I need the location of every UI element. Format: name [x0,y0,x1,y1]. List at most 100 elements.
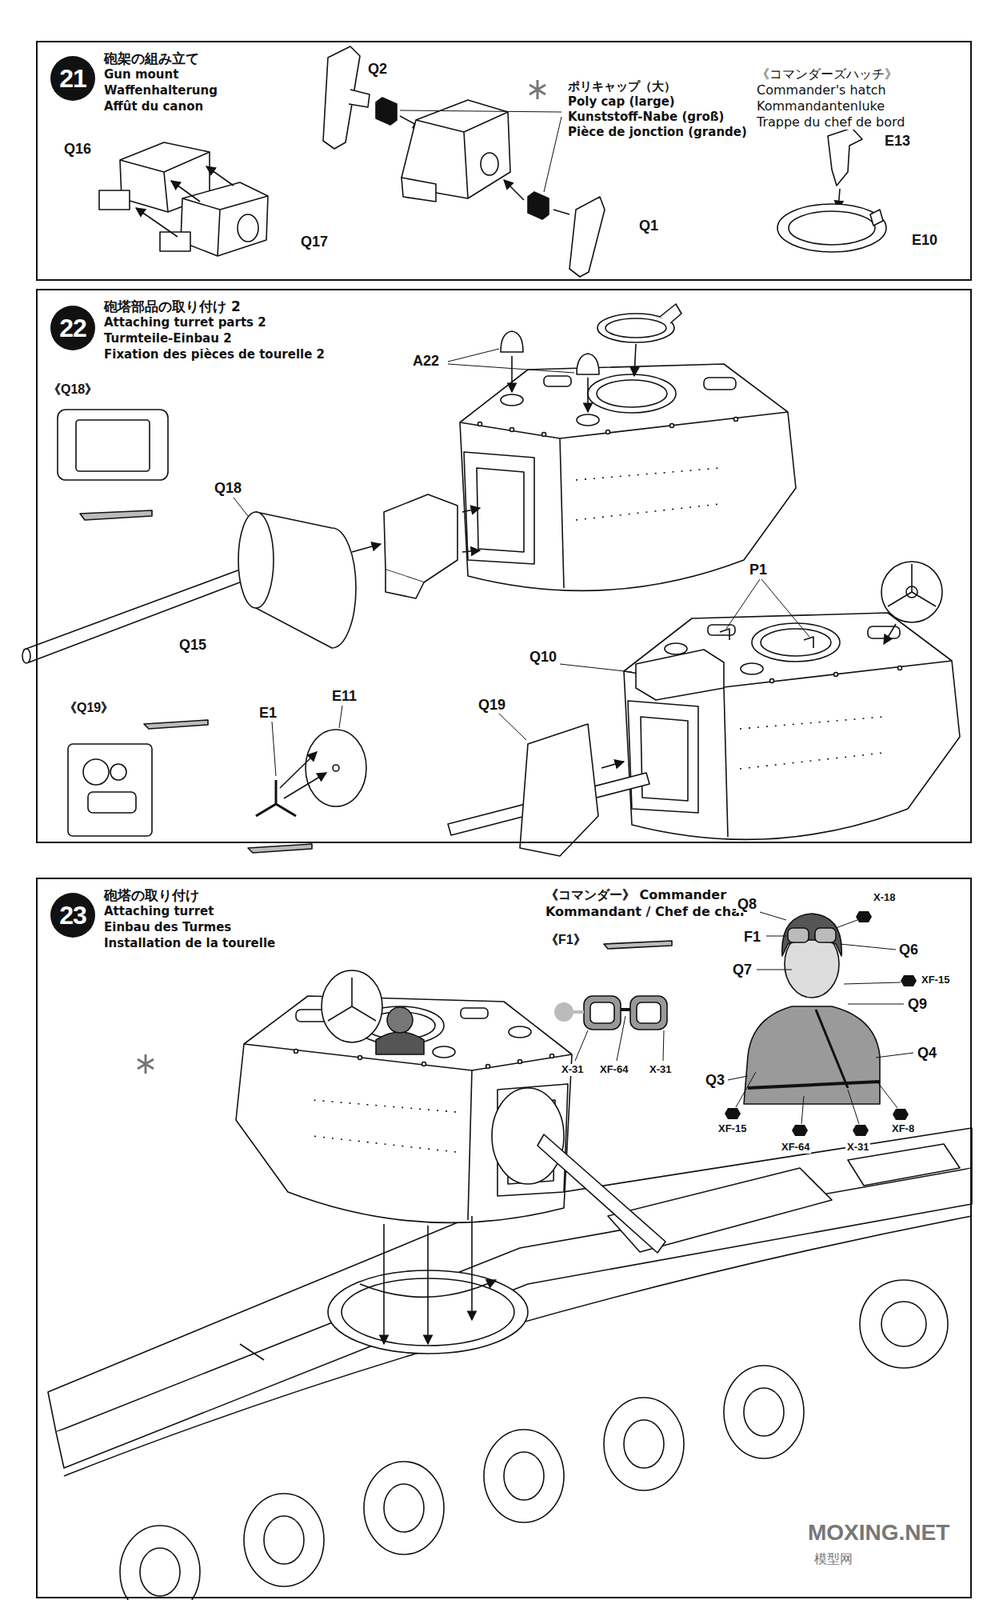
gun-mount-parts [135,207,178,237]
turret-parts [459,363,796,591]
turret-assembly [491,1087,564,1184]
commander-figure [815,927,836,943]
step-title-block: 砲塔部品の取り付け 2Attaching turret parts 2Turmt… [103,298,325,363]
turret-parts [385,569,424,599]
commander-figure [852,1124,869,1136]
commander-figure [620,1007,631,1011]
step-number: 22 [50,305,96,351]
part-label: Q16 [62,140,93,158]
gun-mount-parts [553,209,570,215]
commander-figure [590,1002,615,1023]
turret-parts [22,648,31,664]
road-wheels [119,1279,948,1600]
paint-code: X-18 [871,891,897,904]
paint-code: XF-8 [890,1122,916,1135]
sub-heading: Kommandantenluke [755,99,887,114]
turret-parts [83,759,109,785]
part-label: E11 [330,687,359,705]
commander-figure [892,1108,909,1120]
turret-parts [383,494,458,583]
commander-figure [787,927,809,943]
gun-mount-parts [237,214,259,242]
turret-parts [255,779,296,816]
step-title: Attaching turret [103,903,276,920]
gun-mount-parts [529,79,546,100]
step-title: Fixation des pièces de tourelle 2 [103,346,325,363]
commander-hatch-parts [777,203,887,252]
commander-figure [630,995,668,1030]
commander-figure [855,911,872,923]
turret-parts [79,510,152,520]
turret-parts [23,569,244,663]
turret-parts [601,761,624,768]
part-label: A22 [411,352,441,370]
sub-heading: Trappe du chef de bord [755,115,907,130]
gun-mount-parts [171,180,200,202]
turret-parts [726,579,810,637]
part-label: Q4 [915,1044,939,1062]
turret-parts [659,303,682,324]
turret-parts [283,772,327,799]
road-wheels [881,1301,927,1347]
road-wheels [263,1515,304,1564]
step-title: Einbau des Turmes [103,919,276,936]
step-title: Turmteile-Einbau 2 [103,330,325,347]
turret-parts [497,711,527,740]
commander-figure [573,1010,584,1014]
road-wheels [503,1451,544,1500]
step-title: Affût du canon [103,98,218,115]
turret-parts [271,721,276,776]
part-note: ポリキャップ（大） [566,79,678,94]
commander-hatch-parts [827,127,863,186]
commander-figure [743,1006,880,1104]
commander-figure [603,940,672,949]
commander-figure [735,1071,898,1124]
turret-parts [519,723,599,856]
part-label: E1 [257,704,279,722]
road-wheels [603,1397,684,1491]
road-wheels [139,1547,180,1596]
turret-assembly [537,1134,666,1253]
gun-mount-parts [569,196,605,277]
tank-hull [137,1054,154,1074]
commander-figure [583,995,621,1030]
step-title-block: 砲塔の取り付けAttaching turretEinbau des Turmes… [103,887,276,952]
turret-parts [462,507,480,512]
road-wheels [483,1429,564,1523]
gun-mount-parts [99,190,130,210]
step-title: Installation de la tourelle [103,935,276,952]
commander-hatch-parts [870,209,884,226]
step-number-text: 23 [59,902,87,928]
gun-mount-parts [348,89,370,108]
turret-parts [587,377,589,412]
step-panel: 砲塔の取り付けAttaching turretEinbau des Turmes… [35,877,972,1599]
tank-hull [47,1054,972,1600]
turret-parts [351,543,381,552]
paint-code: XF-15 [716,1122,748,1135]
part-label: Q15 [177,636,208,654]
watermark: MOXING.NET [806,1519,952,1546]
step-number: 23 [50,892,96,938]
commander-figure [636,1002,661,1023]
sub-heading: 《コマンダー》 Commander [543,887,728,903]
sub-heading: Commander's hatch [755,83,888,98]
step-number-text: 22 [59,315,87,341]
step-title: 砲塔部品の取り付け 2 [103,298,325,315]
gun-mount-parts [401,177,436,202]
turret-parts [635,649,724,700]
commander-figure [782,913,842,956]
commander-figure [835,919,858,928]
paint-code: X-31 [559,1063,585,1076]
commander-hatch-parts [777,127,887,252]
part-label: Q8 [735,895,759,913]
turret-assembly [235,995,572,1223]
part-label: F1 [742,928,763,946]
commander-figure [554,911,917,1136]
commander-figure [724,1107,741,1119]
part-label: P1 [747,561,769,579]
turret-parts [634,343,636,376]
sub-heading: Kommandant / Chef de char [543,904,748,920]
paint-code: XF-64 [779,1141,812,1154]
commander-figure [791,1124,808,1136]
